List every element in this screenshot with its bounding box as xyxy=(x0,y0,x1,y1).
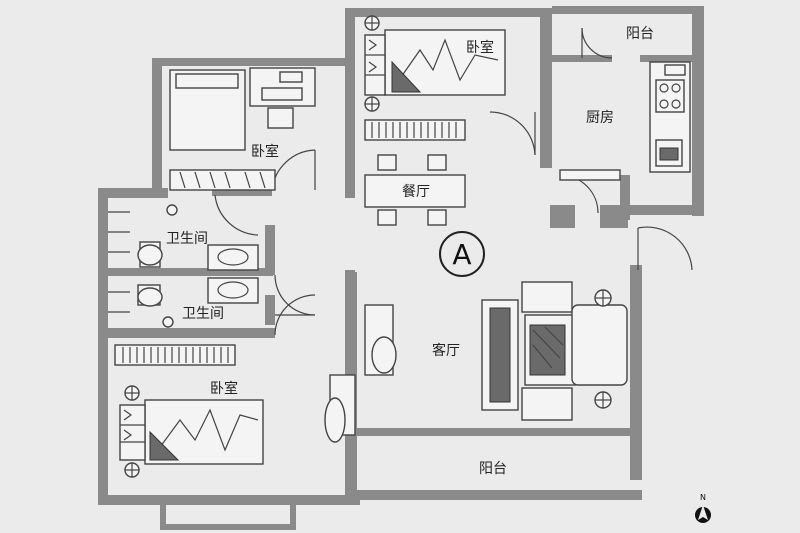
label-kitchen: 厨房 xyxy=(586,110,614,126)
label-bedroom-left: 卧室 xyxy=(251,143,279,160)
dining-table xyxy=(364,154,466,226)
label-bedroom-top: 卧室 xyxy=(466,39,494,56)
walls xyxy=(98,6,704,530)
north-arrow-icon: N xyxy=(695,493,711,523)
bedroom-top-furniture xyxy=(364,15,506,141)
label-bathroom-1: 卫生间 xyxy=(166,231,208,247)
bathroom-fixtures xyxy=(108,204,259,328)
label-dining: 餐厅 xyxy=(402,184,430,200)
label-balcony-bottom: 阳台 xyxy=(479,461,507,477)
label-bedroom-bottom: 卧室 xyxy=(210,380,238,397)
bedroom-bottom-furniture xyxy=(114,344,264,478)
living-room-furniture xyxy=(324,281,628,443)
label-bathroom-2: 卫生间 xyxy=(182,306,224,322)
kitchen-fixtures xyxy=(559,61,691,181)
unit-mark: A xyxy=(439,231,485,277)
room-labels: 阳台 卧室 厨房 卧室 餐厅 卫生间 卫生间 客厅 卧室 阳台 xyxy=(166,26,654,477)
label-living: 客厅 xyxy=(432,342,460,359)
label-balcony-top: 阳台 xyxy=(626,26,654,42)
compass-label: N xyxy=(700,493,706,502)
unit-mark-letter: A xyxy=(452,238,471,271)
bedroom-left-furniture xyxy=(169,67,316,191)
doors xyxy=(214,27,693,336)
